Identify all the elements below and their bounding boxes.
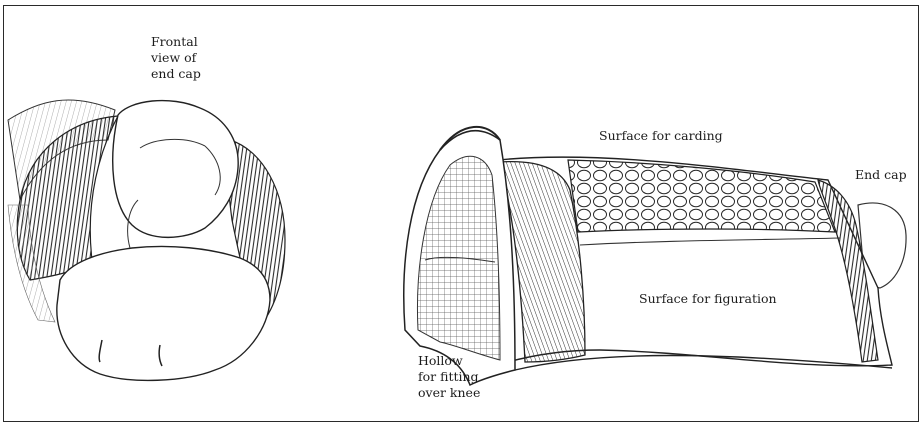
- label-surface-carding: Surface for carding: [599, 128, 723, 144]
- frontal-view-drawing: [8, 100, 285, 380]
- label-frontal-line-2: view of: [151, 50, 201, 66]
- figure-base: [57, 246, 270, 380]
- label-frontal-line-1: Frontal: [151, 34, 201, 50]
- label-hollow-line-2: for fitting: [418, 369, 480, 385]
- label-frontal-line-3: end cap: [151, 66, 201, 82]
- label-hollow-line-3: over knee: [418, 385, 480, 401]
- label-frontal-view: Frontal view of end cap: [151, 34, 201, 82]
- label-surface-figuration: Surface for figuration: [639, 291, 777, 307]
- label-hollow: Hollow for fitting over knee: [418, 353, 480, 401]
- label-hollow-line-1: Hollow: [418, 353, 480, 369]
- label-end-cap: End cap: [855, 167, 907, 183]
- epinetron-side-drawing: [404, 127, 906, 385]
- carding-surface: [568, 160, 835, 232]
